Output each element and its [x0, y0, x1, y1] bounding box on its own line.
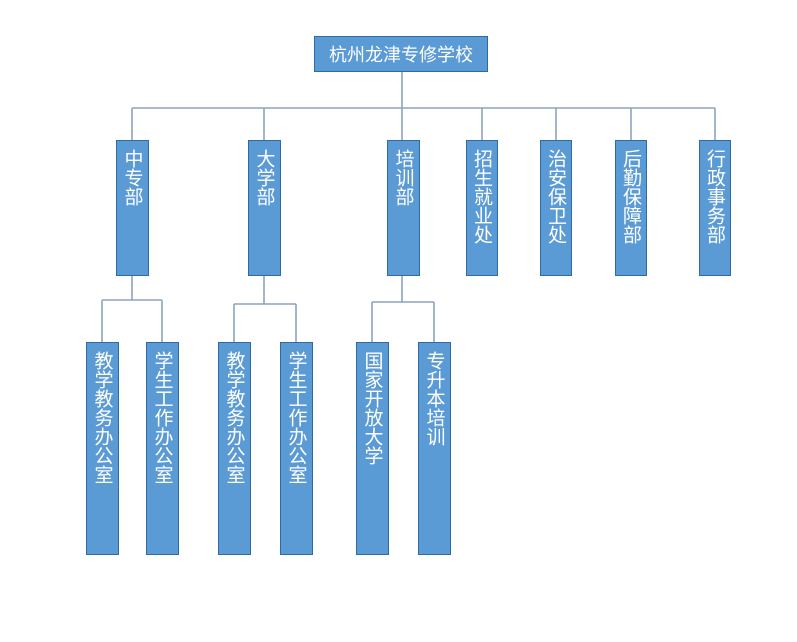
department-label: 治安保卫处 — [545, 149, 567, 244]
department-label: 大学部 — [253, 149, 276, 206]
subunit-node: 学生工作办公室 — [280, 342, 313, 555]
subunit-label: 学生工作办公室 — [285, 351, 308, 484]
subunit-label: 教学教务办公室 — [223, 351, 246, 484]
department-node-houqin: 后勤保障部 — [615, 140, 647, 276]
subunit-node: 学生工作办公室 — [146, 342, 179, 555]
subunit-label: 国家开放大学 — [361, 351, 384, 465]
department-label: 培训部 — [392, 149, 415, 206]
department-node-daxue: 大学部 — [248, 140, 281, 276]
subunit-node: 国家开放大学 — [356, 342, 389, 555]
department-node-zhaosheng: 招生就业处 — [466, 140, 498, 276]
department-node-peixun: 培训部 — [387, 140, 420, 276]
department-node-zhian: 治安保卫处 — [540, 140, 572, 276]
department-label: 行政事务部 — [704, 149, 726, 244]
department-label: 后勤保障部 — [620, 149, 642, 244]
root-node-label: 杭州龙津专修学校 — [329, 45, 473, 66]
subunit-node: 专升本培训 — [418, 342, 451, 555]
subunit-node: 教学教务办公室 — [86, 342, 119, 555]
subunit-label: 教学教务办公室 — [91, 351, 114, 484]
department-label: 招生就业处 — [471, 149, 493, 244]
department-node-xingzheng: 行政事务部 — [699, 140, 731, 276]
root-node: 杭州龙津专修学校 — [314, 36, 488, 72]
subunit-label: 学生工作办公室 — [151, 351, 174, 484]
department-node-zhongzhuan: 中专部 — [116, 140, 149, 276]
department-label: 中专部 — [121, 149, 144, 206]
subunit-label: 专升本培训 — [423, 351, 446, 446]
subunit-node: 教学教务办公室 — [218, 342, 251, 555]
